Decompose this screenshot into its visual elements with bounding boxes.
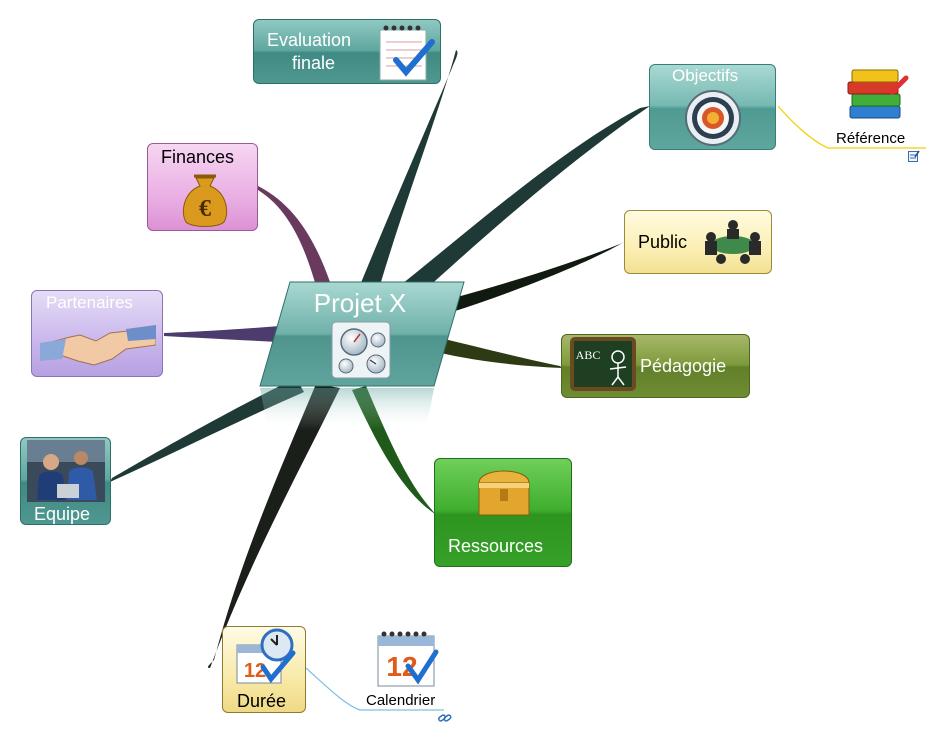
link-icon[interactable] xyxy=(438,712,452,724)
reference-label: Référence xyxy=(836,130,906,147)
node-partenaires[interactable]: Partenaires xyxy=(31,290,163,377)
partenaires-label: Partenaires xyxy=(46,293,133,312)
note-icon[interactable] xyxy=(908,150,920,162)
central-node[interactable]: Projet X xyxy=(259,281,465,430)
node-objectifs[interactable]: Objectifs xyxy=(649,64,776,150)
calendar-icon: 12 xyxy=(377,631,439,687)
branch-finances xyxy=(258,186,330,286)
node-pedagogie[interactable]: ABC Pédagogie xyxy=(561,334,750,398)
ressources-label: Ressources xyxy=(448,536,544,556)
duree-label: Durée xyxy=(237,691,287,711)
pedagogie-label: Pédagogie xyxy=(640,356,727,376)
team-photo-icon xyxy=(27,440,105,502)
checklist-icon xyxy=(379,25,435,81)
central-title: Projet X xyxy=(314,288,407,318)
floating-reference[interactable]: Référence xyxy=(826,62,926,162)
evaluation-label-line2: finale xyxy=(292,53,336,73)
node-equipe[interactable]: Equipe xyxy=(20,437,111,525)
public-label: Public xyxy=(638,232,688,252)
objectifs-label: Objectifs xyxy=(672,66,739,85)
node-ressources[interactable]: Ressources xyxy=(434,458,572,567)
floating-calendrier[interactable]: 12 Calendrier xyxy=(360,624,456,728)
chalkboard-icon: ABC xyxy=(570,337,636,391)
branch-equipe xyxy=(110,378,304,482)
finances-label: Finances xyxy=(161,147,235,167)
branch-pedagogie xyxy=(436,338,562,368)
target-icon xyxy=(685,90,741,146)
node-duree[interactable]: 12 Durée xyxy=(222,626,306,713)
handshake-icon xyxy=(40,325,156,366)
equipe-label: Equipe xyxy=(34,504,91,524)
node-finances[interactable]: Finances € xyxy=(147,143,258,231)
calendrier-connector xyxy=(305,667,444,711)
money-bag-euro-icon: € xyxy=(182,174,228,227)
evaluation-label-line1: Evaluation xyxy=(267,30,352,50)
reference-connector xyxy=(777,105,926,149)
node-public[interactable]: Public xyxy=(624,210,772,274)
books-icon xyxy=(847,69,909,119)
calendar-number-2: 12 xyxy=(386,651,417,682)
treasure-chest-icon xyxy=(478,470,530,516)
chalkboard-text: ABC xyxy=(576,348,601,362)
branch-partenaires xyxy=(164,326,280,342)
gauges-icon xyxy=(331,321,391,379)
calendar-number: 12 xyxy=(244,660,266,682)
branch-evaluation xyxy=(358,50,458,292)
meeting-table-icon xyxy=(705,220,761,264)
node-evaluation[interactable]: Evaluation finale xyxy=(253,19,441,84)
branch-objectifs xyxy=(392,106,650,300)
euro-symbol: € xyxy=(199,196,211,222)
calendrier-label: Calendrier xyxy=(366,692,436,709)
branch-public xyxy=(446,242,624,312)
calendar-clock-icon: 12 xyxy=(236,628,296,684)
